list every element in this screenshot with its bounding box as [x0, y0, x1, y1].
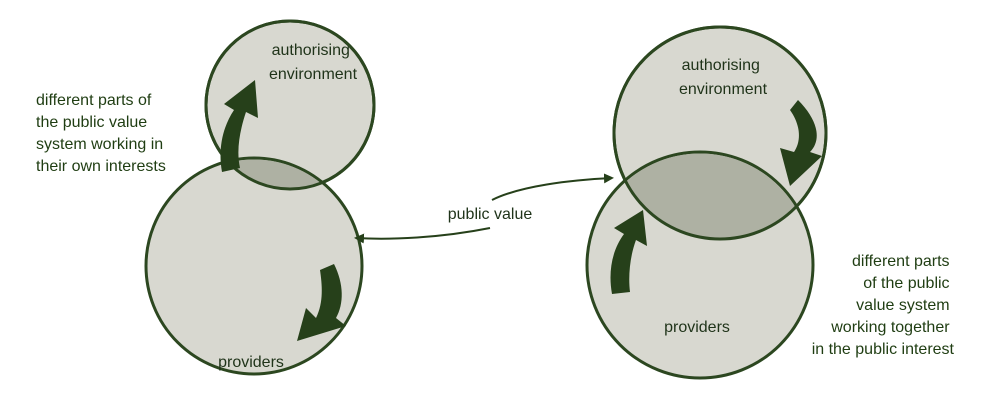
connector-to-left-arrow	[354, 227, 491, 244]
right-authorising-outline	[612, 25, 828, 241]
right-authorising-label: authorising environment	[679, 57, 768, 98]
public-value-connector: public value	[354, 173, 614, 244]
left-authorising-label: authorising environment	[269, 42, 358, 83]
left-down-curved-arrow-icon	[297, 264, 346, 341]
left-providers-label: providers	[218, 354, 284, 371]
right-caption: different parts of the public value syst…	[812, 253, 955, 358]
left-authorising-outline	[204, 19, 376, 191]
connector-to-right-arrow	[491, 173, 614, 201]
left-caption: different parts of the public value syst…	[36, 92, 168, 175]
right-providers-label: providers	[664, 319, 730, 336]
right-up-curved-arrow-icon	[610, 210, 647, 294]
left-up-curved-arrow-icon	[220, 80, 258, 172]
public-value-label: public value	[448, 206, 533, 223]
left-diagram: authorising environment providers differ…	[36, 19, 376, 376]
right-down-curved-arrow-icon	[780, 100, 822, 186]
right-diagram: authorising environment providers differ…	[585, 25, 955, 380]
